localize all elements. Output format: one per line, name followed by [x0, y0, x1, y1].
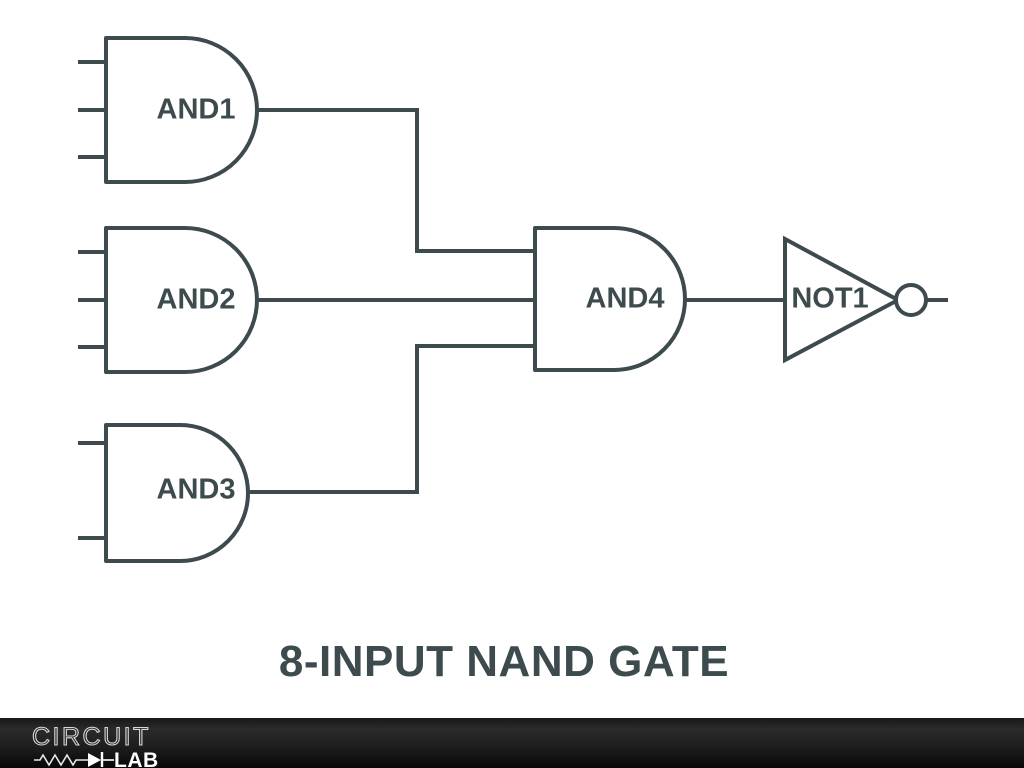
not1-label: NOT1	[791, 283, 868, 315]
gate-not1[interactable]: NOT1	[783, 235, 928, 364]
logo-circuit-text: CIRCUIT	[32, 723, 151, 751]
and2-body	[104, 226, 259, 374]
gate-and3[interactable]: AND3	[78, 423, 250, 563]
not1-bubble-icon	[894, 283, 928, 317]
circuitlab-logo[interactable]: CIRCUIT LAB	[30, 723, 195, 767]
and2-label: AND2	[157, 284, 236, 316]
and4-label: AND4	[586, 283, 665, 315]
wire-and3-to-and4[interactable]	[248, 344, 535, 494]
resistor-icon	[34, 753, 88, 767]
diagram-title: 8-INPUT NAND GATE	[279, 637, 729, 686]
circuit-schematic: AND1 AND2 AND3 AND4	[78, 36, 948, 686]
and3-label: AND3	[157, 474, 236, 506]
logo-lab-text: LAB	[114, 749, 159, 767]
footer-bar: CIRCUIT LAB CircuitLabQA / CircuitLabQA …	[0, 718, 1024, 768]
and1-body	[104, 36, 259, 184]
gate-and4[interactable]: AND4	[533, 226, 687, 372]
diode-icon	[88, 753, 101, 767]
schematic-canvas: AND1 AND2 AND3 AND4	[78, 36, 948, 686]
gate-and2[interactable]: AND2	[78, 226, 259, 374]
gate-and1[interactable]: AND1	[78, 36, 259, 184]
and4-body	[533, 226, 687, 372]
and3-body	[104, 423, 250, 563]
wire-and1-to-and4[interactable]	[257, 108, 535, 253]
not1-triangle	[783, 235, 903, 364]
and1-label: AND1	[157, 94, 236, 126]
